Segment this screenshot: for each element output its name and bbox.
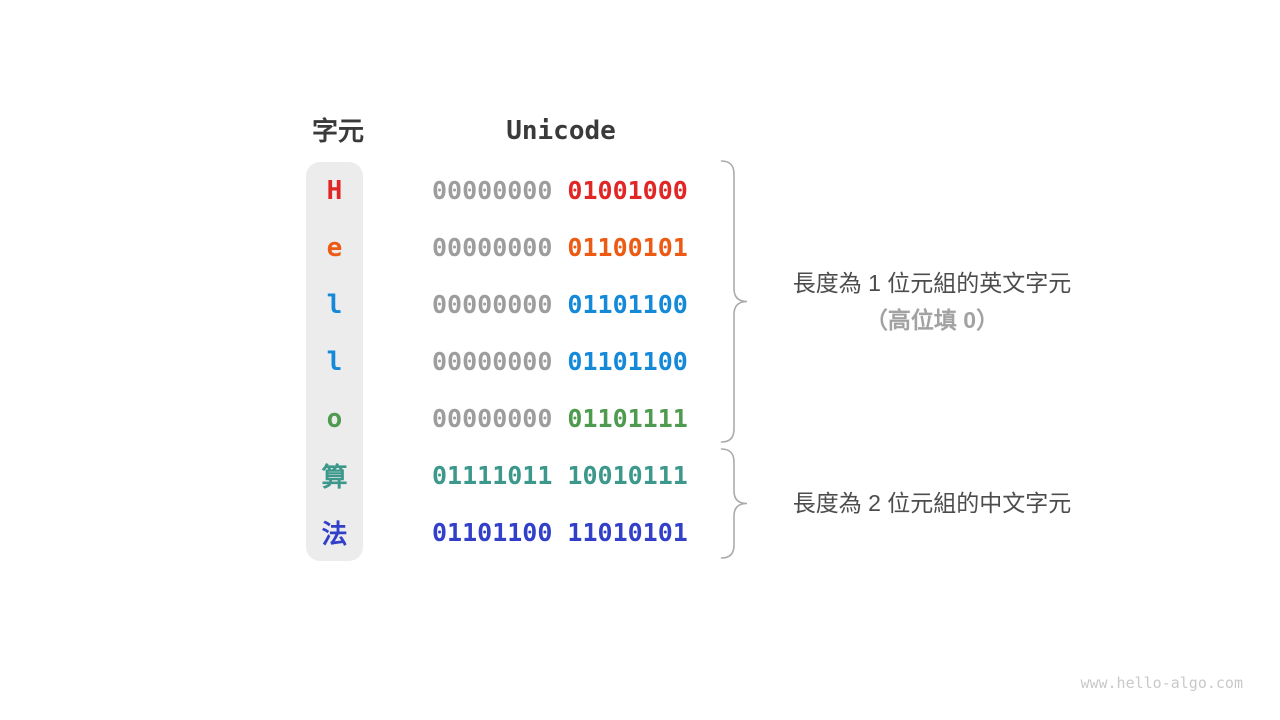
character-cell: 算 [321,463,348,493]
encoding-rows: H 00000000 01001000 e 00000000 01100101 l 00000… [306,162,806,561]
character-cell: H [326,175,343,206]
unicode-binary: 00000000 01101111 [432,404,688,433]
character-cell: o [326,403,343,434]
byte-0: 00000000 [432,233,553,262]
byte-0: 00000000 [432,404,553,433]
byte-0: 00000000 [432,176,553,205]
unicode-binary: 01111011 10010111 [432,461,688,490]
brace-chinese-group [720,448,748,559]
unicode-binary: 00000000 01101100 [432,347,688,376]
annotation-chinese-chars: 長度為 2 位元組的中文字元 [746,487,1118,519]
unicode-binary: 00000000 01101100 [432,290,688,319]
unicode-column-header: Unicode [506,116,616,146]
character-cell: e [326,232,343,263]
byte-0: 00000000 [432,347,553,376]
brace-english-group [720,160,748,443]
encoding-row: l 00000000 01101100 [306,276,806,333]
encoding-row: 法 01101100 11010101 [306,504,806,561]
encoding-row: e 00000000 01100101 [306,219,806,276]
character-cell: 法 [321,520,348,550]
char-column-header: 字元 [311,116,364,146]
byte-1: 01101100 [567,347,688,376]
annotation-chinese-line1: 長度為 2 位元組的中文字元 [792,490,1072,516]
watermark: www.hello-algo.com [1080,674,1243,692]
character-column-background [306,162,363,561]
encoding-row: H 00000000 01001000 [306,162,806,219]
annotation-english-line2: （高位填 0） [864,307,1000,333]
unicode-binary: 00000000 01100101 [432,233,688,262]
encoding-row: l 00000000 01101100 [306,333,806,390]
unicode-binary: 01101100 11010101 [432,518,688,547]
character-cell: l [326,346,343,377]
unicode-binary: 00000000 01001000 [432,176,688,205]
byte-0: 01101100 [432,518,553,547]
byte-0: 01111011 [432,461,553,490]
byte-1: 01101111 [567,404,688,433]
encoding-row: o 00000000 01101111 [306,390,806,447]
annotation-english-line1: 長度為 1 位元組的英文字元 [792,270,1072,296]
byte-1: 10010111 [567,461,688,490]
byte-1: 11010101 [567,518,688,547]
annotation-english-chars: 長度為 1 位元組的英文字元 （高位填 0） [746,267,1118,336]
byte-1: 01001000 [567,176,688,205]
byte-1: 01100101 [567,233,688,262]
byte-1: 01101100 [567,290,688,319]
encoding-row: 算 01111011 10010111 [306,447,806,504]
character-cell: l [326,289,343,320]
byte-0: 00000000 [432,290,553,319]
